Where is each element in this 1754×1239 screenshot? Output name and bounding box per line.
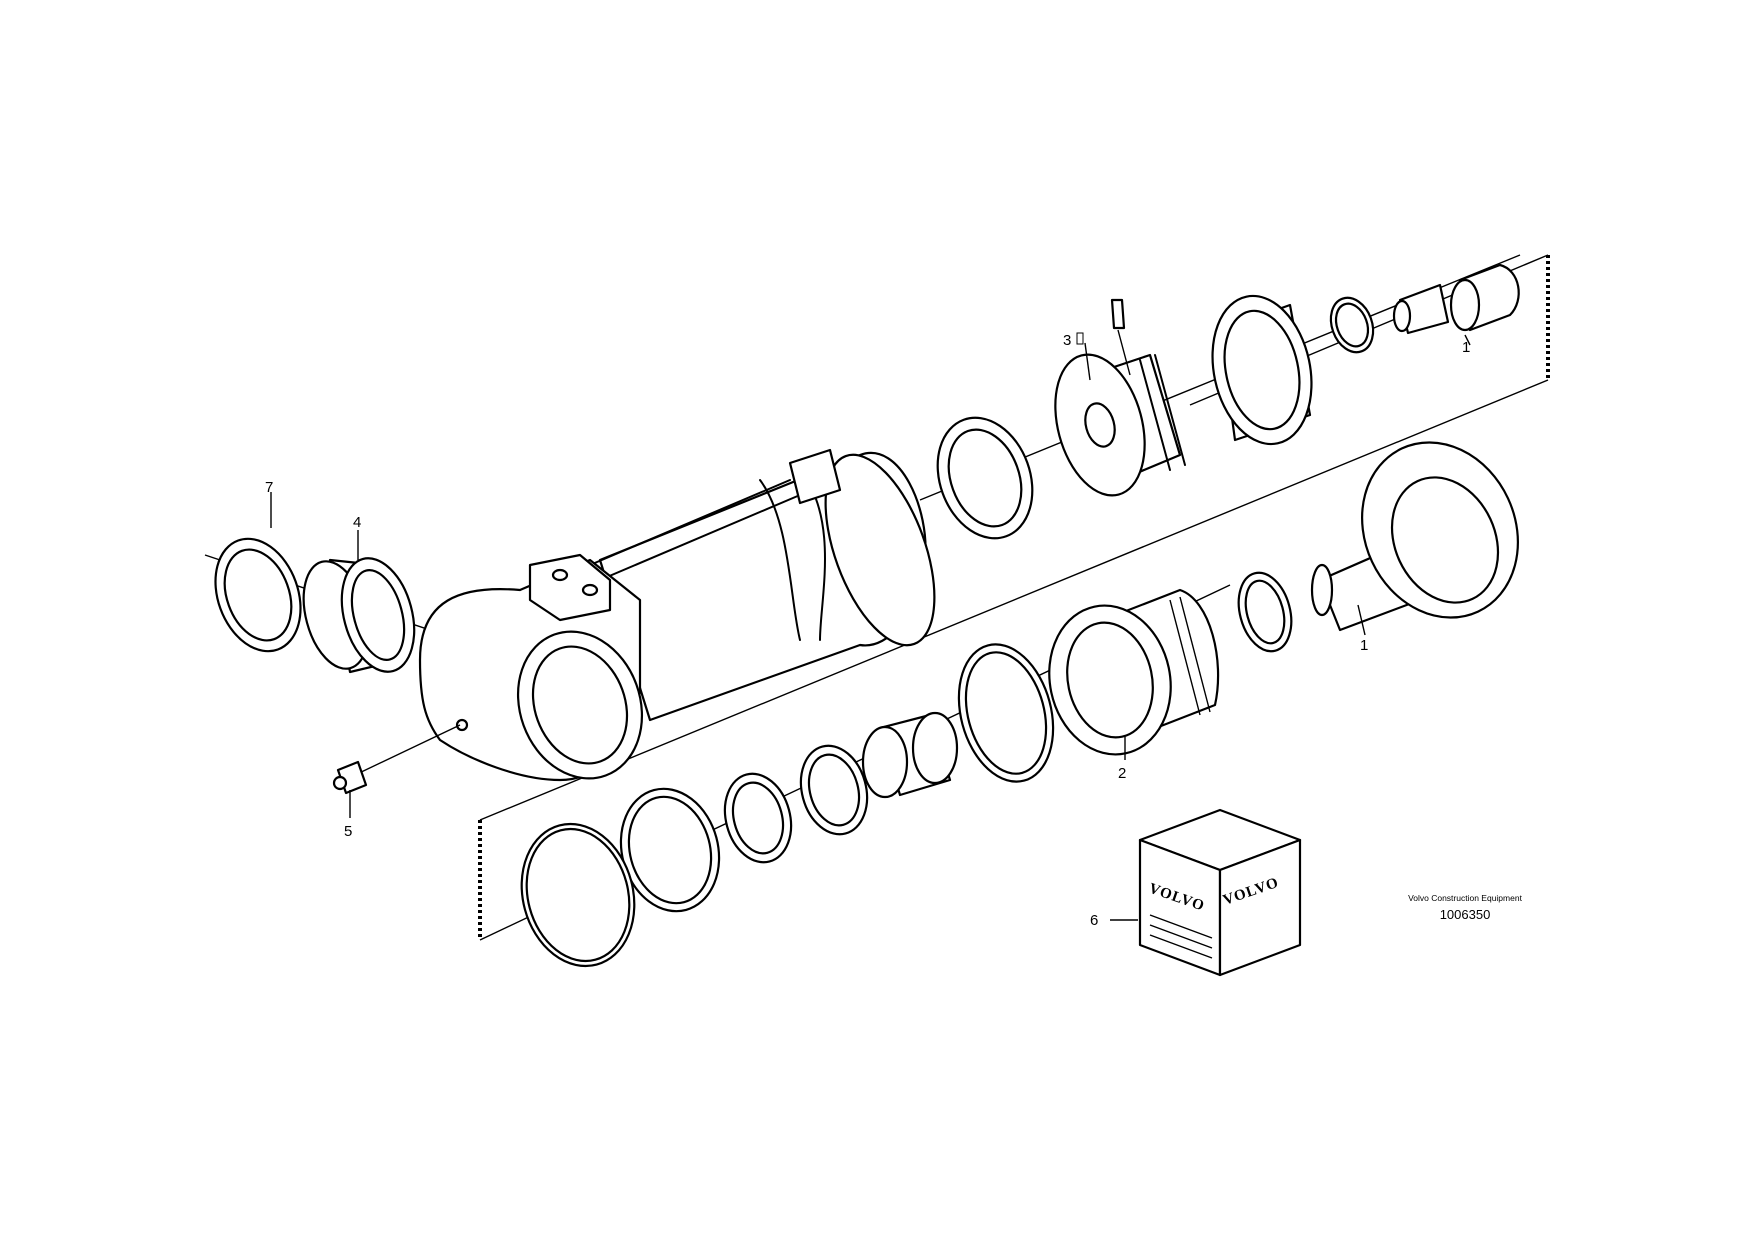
rod-seal-2 [723,772,793,864]
cylinder-barrel [418,448,936,782]
rod-seal-1 [799,744,869,836]
drawing-caption: Volvo Construction Equipment 1006350 [1405,893,1525,922]
piston-seal-ring [936,416,1034,540]
rod-end-upper [1392,263,1520,335]
rod-seal-lower [1237,571,1293,653]
callout-leaders [270,334,1471,921]
cylinder-head-2 [1048,588,1220,756]
o-ring-outer-lower [520,822,636,968]
callout-5: 5 [344,823,352,840]
callout-3: 3 [1063,332,1071,349]
wiper-ring-7 [214,537,302,653]
callout-3-marker [1076,332,1084,345]
guide-bushing-lower [861,711,959,799]
callout-2: 2 [1118,765,1126,782]
callout-1-lower: 1 [1360,637,1368,654]
callout-4: 4 [353,514,361,531]
rod-eye-lower [1310,441,1519,632]
threaded-nut [1211,294,1313,446]
callout-1-upper: 1 [1462,339,1470,356]
bushing-4 [302,557,416,674]
callout-7: 7 [265,479,273,496]
manufacturer-name: Volvo Construction Equipment [1408,893,1522,903]
callout-6: 6 [1090,912,1098,929]
seal-kit-box-6: VOLVO VOLVO [1138,808,1302,977]
o-ring-upper [1329,296,1375,354]
piston-3 [1054,298,1186,497]
o-ring-large-lower [957,643,1055,783]
drawing-number: 1006350 [1439,907,1491,922]
grease-nipple-5 [332,724,461,795]
backup-ring [619,787,721,913]
